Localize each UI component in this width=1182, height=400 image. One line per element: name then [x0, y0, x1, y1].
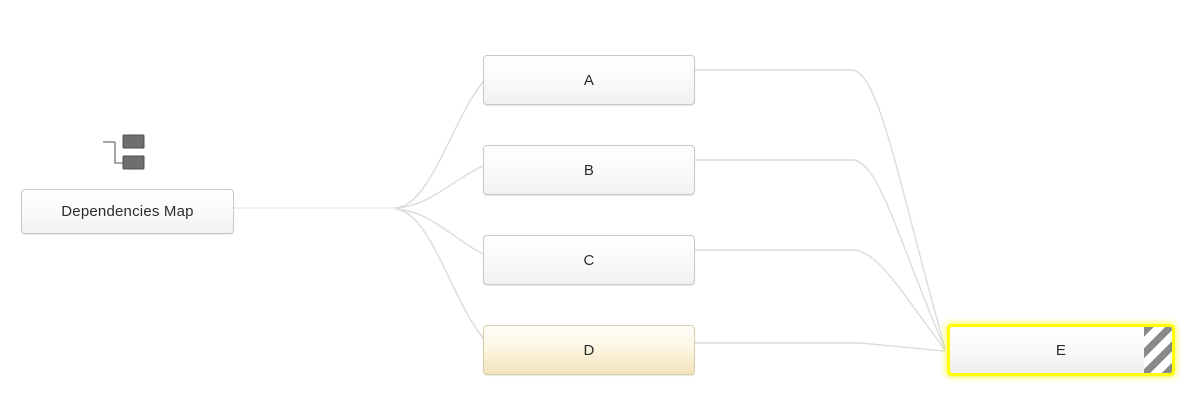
hierarchy-icon: [103, 134, 145, 170]
edge-a-e: [694, 69, 946, 349]
edge-fan-c: [395, 208, 484, 255]
node-b[interactable]: B: [483, 145, 695, 195]
hierarchy-icon-box-top: [122, 134, 145, 149]
edge-d-e: [694, 342, 946, 352]
hierarchy-icon-box-bottom: [122, 155, 145, 170]
edge-b-e: [694, 159, 946, 350]
edge-fan-d: [395, 208, 484, 339]
node-c[interactable]: C: [483, 235, 695, 285]
node-b-label: B: [583, 161, 595, 179]
node-a[interactable]: A: [483, 55, 695, 105]
node-e-label: E: [1055, 341, 1067, 359]
root-node-dependencies-map[interactable]: Dependencies Map: [21, 189, 234, 234]
node-d[interactable]: D: [483, 325, 695, 375]
node-e-selected[interactable]: E: [947, 324, 1175, 376]
edge-fan-b: [395, 165, 484, 209]
diagonal-stripes-badge-icon: [1144, 327, 1172, 373]
root-node-label: Dependencies Map: [61, 203, 194, 220]
node-c-label: C: [583, 251, 595, 269]
node-d-label: D: [583, 341, 595, 359]
edge-fan-a: [395, 81, 484, 209]
edge-c-e: [694, 249, 946, 351]
node-a-label: A: [583, 71, 595, 89]
